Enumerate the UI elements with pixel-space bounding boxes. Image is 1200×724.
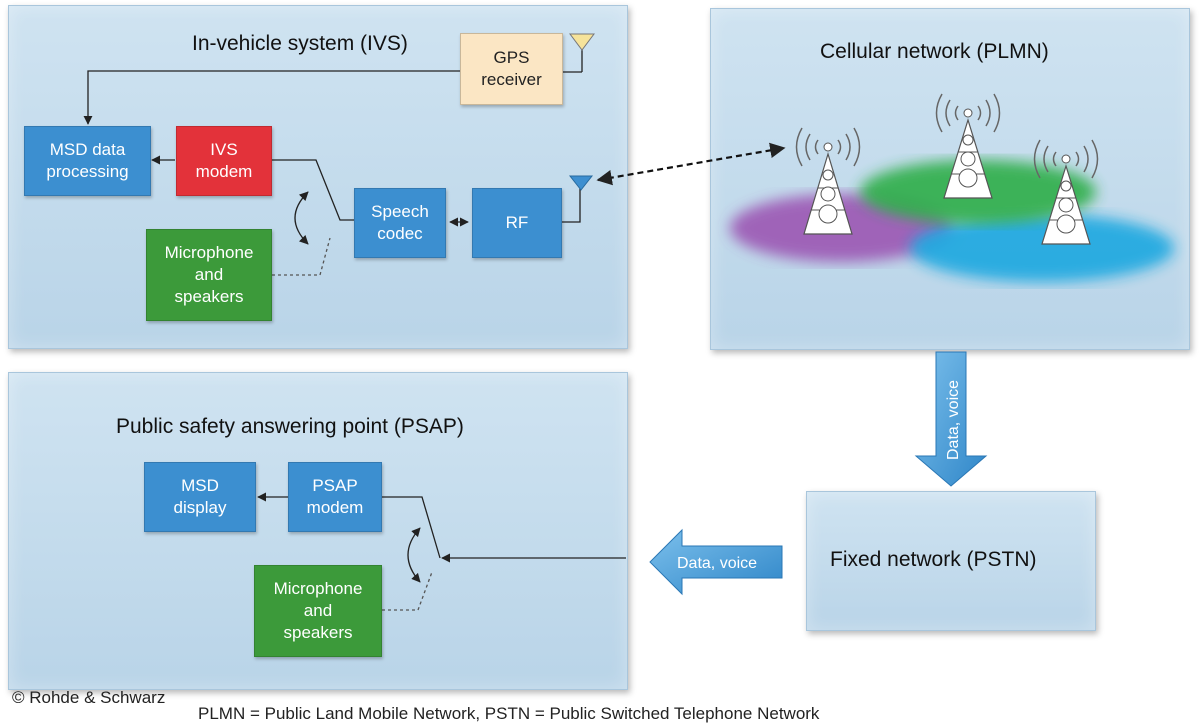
cellular-title: Cellular network (PLMN) [820,40,1049,63]
psap-modem-box: PSAP modem [288,462,382,532]
cell-tower-icon [1033,139,1099,245]
msd-processing-box: MSD data processing [24,126,151,196]
down-arrow-label: Data, voice [945,380,962,460]
gps-antenna-icon [569,33,595,51]
psap-modem-switch-line [382,496,441,559]
psap-switch-curve [407,527,421,583]
cell-tower-icon [795,127,861,235]
gps-receiver-box: GPS receiver [460,33,563,105]
modem-switch-line [272,159,354,221]
abbreviation-footnote: PLMN = Public Land Mobile Network, PSTN … [198,704,820,723]
radio-link-line [596,142,786,186]
data-voice-down-arrow: Data, voice [914,351,988,487]
rf-box: RF [472,188,562,258]
rf-antenna-icon [568,175,594,191]
fixed-network-title: Fixed network (PSTN) [830,548,1037,571]
rf-antenna-line [562,186,581,223]
copyright-credit: © Rohde & Schwarz [12,688,166,707]
ivs-microphone-speakers-box: Microphone and speakers [146,229,272,321]
fixed-network-panel [806,491,1096,631]
data-voice-left-arrow: Data, voice [649,528,783,596]
ivs-switch-curve [294,191,309,245]
ivs-title: In-vehicle system (IVS) [192,32,408,55]
msd-display-box: MSD display [144,462,256,532]
psap-title: Public safety answering point (PSAP) [116,415,464,438]
mic-switch-dotted-line [272,237,331,276]
left-arrow-label: Data, voice [677,555,757,572]
ivs-modem-box: IVS modem [176,126,272,196]
psap-mic-dotted-line [382,571,433,611]
gps-to-msd-line [83,70,460,125]
psap-microphone-speakers-box: Microphone and speakers [254,565,382,657]
speech-codec-box: Speech codec [354,188,446,258]
cell-tower-icon [935,93,1001,199]
